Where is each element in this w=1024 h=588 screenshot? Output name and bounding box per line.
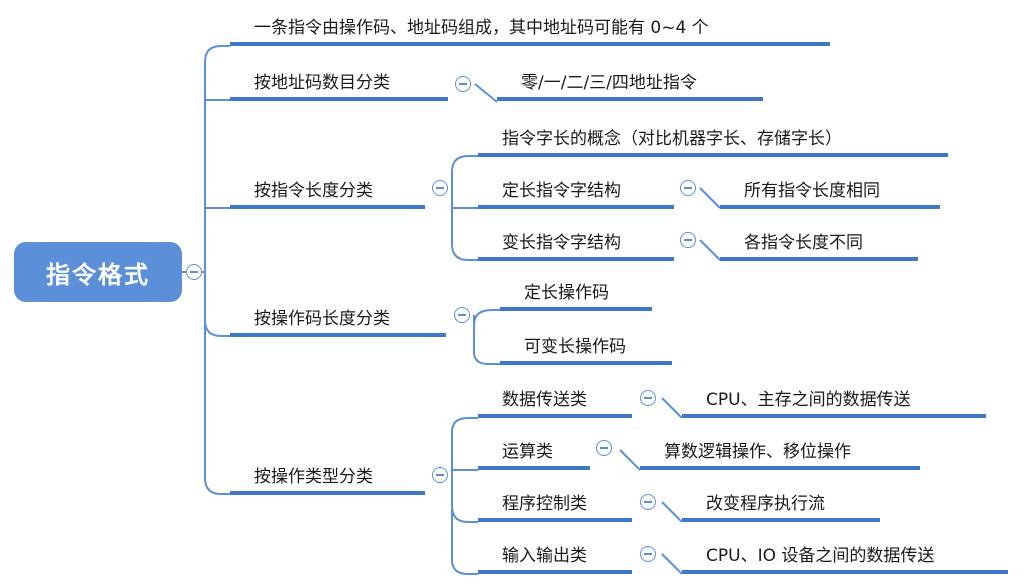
address-count-child[interactable]: 零/一/二/三/四地址指令 (497, 67, 763, 101)
fixed-length-desc[interactable]: 所有指令长度相同 (720, 175, 940, 209)
instruction-length-concept-label: 指令字长的概念（对比机器字长、存储字长） (502, 129, 842, 149)
io-type[interactable]: 输入输出类 (478, 540, 632, 574)
connector-length-fixed (451, 188, 478, 209)
connector-io-desc (661, 553, 683, 575)
connector-optype-ctrl (451, 475, 478, 523)
program-control-type[interactable]: 程序控制类 (478, 488, 632, 522)
fixed-length-structure[interactable]: 定长指令字结构 (478, 175, 674, 209)
variable-length-desc-label: 各指令长度不同 (744, 233, 863, 253)
arithmetic-type-label: 运算类 (502, 442, 553, 462)
address-count-child-label: 零/一/二/三/四地址指令 (521, 73, 697, 93)
connector-length-spine (451, 155, 478, 188)
connector-variable-desc (699, 239, 721, 261)
instruction-length-concept[interactable]: 指令字长的概念（对比机器字长、存储字长） (478, 123, 948, 157)
collapse-icon[interactable] (640, 494, 656, 510)
branch-composition-label: 一条指令由操作码、地址码组成，其中地址码可能有 0~4 个 (254, 18, 709, 38)
program-control-desc[interactable]: 改变程序执行流 (682, 488, 880, 522)
collapse-icon[interactable] (640, 546, 656, 562)
collapse-icon[interactable] (432, 180, 448, 196)
variable-length-structure[interactable]: 变长指令字结构 (478, 227, 674, 261)
connector-fixed-desc (699, 187, 721, 209)
io-desc-label: CPU、IO 设备之间的数据传送 (706, 546, 935, 566)
branch-by-address-count[interactable]: 按地址码数目分类 (230, 67, 448, 101)
collapse-icon[interactable] (455, 76, 471, 92)
connector-ctrl-desc (661, 501, 683, 523)
variable-opcode[interactable]: 可变长操作码 (500, 331, 672, 365)
io-type-label: 输入输出类 (502, 546, 587, 566)
data-transfer-desc-label: CPU、主存之间的数据传送 (706, 390, 911, 410)
root-label: 指令格式 (46, 260, 150, 289)
collapse-icon[interactable] (596, 440, 612, 456)
collapse-icon[interactable] (680, 180, 696, 196)
program-control-type-label: 程序控制类 (502, 494, 587, 514)
data-transfer-type-label: 数据传送类 (502, 390, 587, 410)
connector-optype-io (451, 506, 478, 575)
connector-l1-opcode (204, 272, 230, 337)
arithmetic-desc-label: 算数逻辑操作、移位操作 (664, 442, 851, 462)
variable-opcode-label: 可变长操作码 (524, 337, 626, 357)
arithmetic-desc[interactable]: 算数逻辑操作、移位操作 (640, 436, 920, 470)
branch-by-opcode-length[interactable]: 按操作码长度分类 (230, 303, 446, 337)
branch-by-operation-type[interactable]: 按操作类型分类 (230, 461, 425, 495)
connector-opcode-variable (473, 315, 500, 365)
fixed-length-structure-label: 定长指令字结构 (502, 181, 621, 201)
data-transfer-desc[interactable]: CPU、主存之间的数据传送 (682, 384, 986, 418)
program-control-desc-label: 改变程序执行流 (706, 494, 825, 514)
branch-by-instruction-length-label: 按指令长度分类 (254, 181, 373, 201)
connector-l1-optype (204, 320, 230, 495)
fixed-opcode-label: 定长操作码 (524, 283, 609, 303)
connector-opcode-fixed (473, 309, 500, 326)
branch-composition[interactable]: 一条指令由操作码、地址码组成，其中地址码可能有 0~4 个 (230, 12, 830, 46)
data-transfer-type[interactable]: 数据传送类 (478, 384, 632, 418)
collapse-icon[interactable] (454, 307, 470, 323)
branch-by-instruction-length[interactable]: 按指令长度分类 (230, 175, 425, 209)
io-desc[interactable]: CPU、IO 设备之间的数据传送 (682, 540, 1008, 574)
collapse-icon[interactable] (680, 232, 696, 248)
root-node[interactable]: 指令格式 (14, 242, 182, 302)
connector-address-child (474, 83, 498, 103)
connector-data-desc (661, 397, 683, 419)
collapse-icon[interactable] (186, 264, 202, 280)
connector-optype-arith (451, 469, 478, 475)
fixed-length-desc-label: 所有指令长度相同 (744, 181, 880, 201)
branch-by-address-count-label: 按地址码数目分类 (254, 73, 390, 93)
arithmetic-type[interactable]: 运算类 (478, 436, 590, 470)
branch-by-operation-type-label: 按操作类型分类 (254, 467, 373, 487)
variable-length-structure-label: 变长指令字结构 (502, 233, 621, 253)
connector-l1-composition (204, 45, 230, 272)
collapse-icon[interactable] (640, 390, 656, 406)
connector-length-variable (451, 208, 478, 261)
variable-length-desc[interactable]: 各指令长度不同 (720, 227, 918, 261)
fixed-opcode[interactable]: 定长操作码 (500, 277, 652, 311)
connector-arith-desc (619, 449, 641, 471)
branch-by-opcode-length-label: 按操作码长度分类 (254, 309, 390, 329)
connector-optype-data (451, 417, 478, 475)
collapse-icon[interactable] (432, 467, 448, 483)
